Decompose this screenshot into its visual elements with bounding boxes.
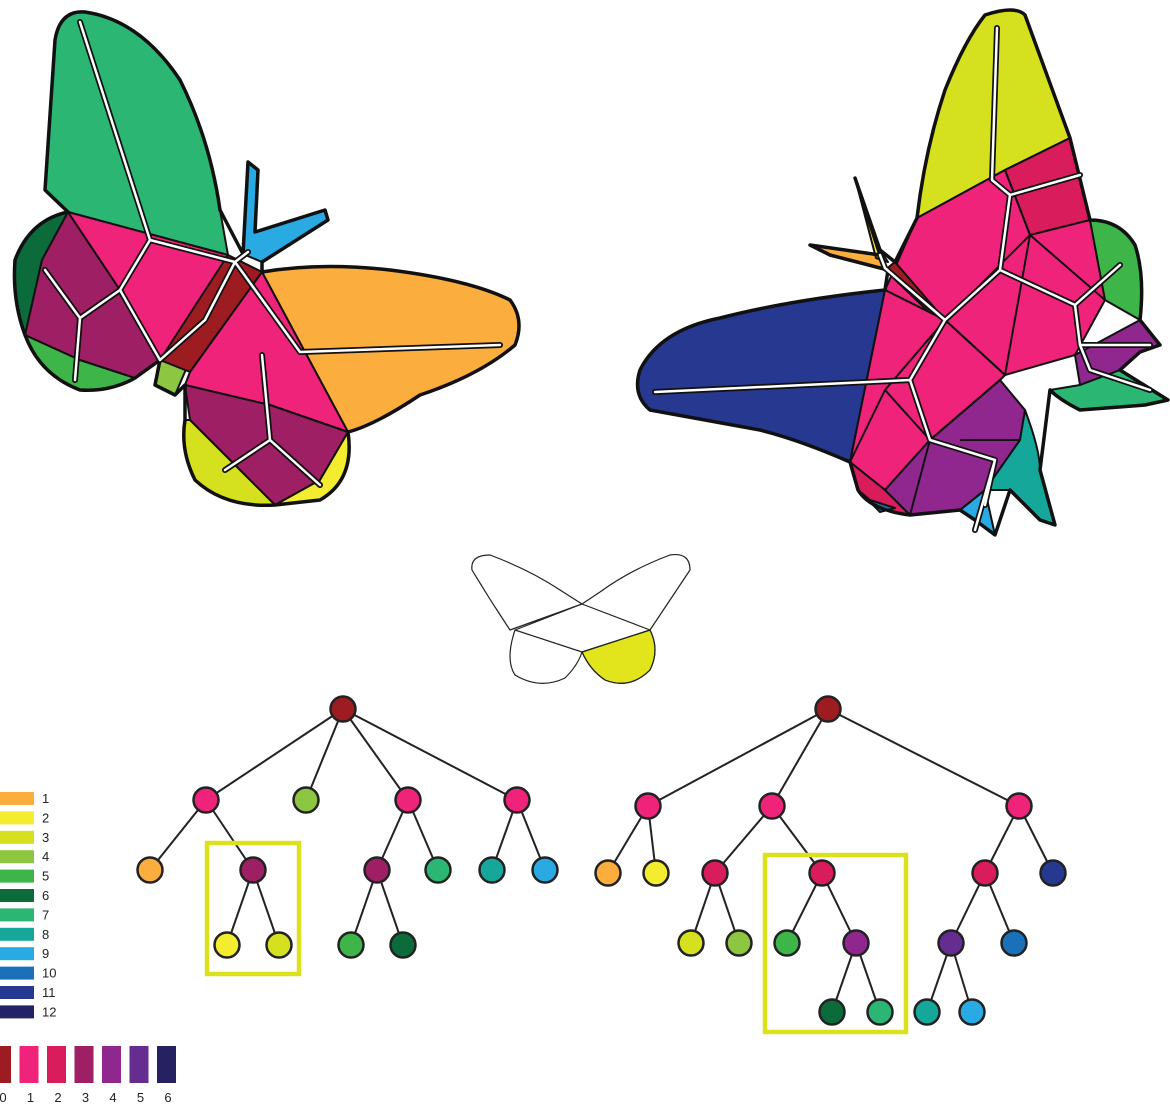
leaf-legend-label: 11 [42,985,56,1000]
tree-node [265,931,293,959]
tree-node [1005,792,1033,820]
internal-legend-swatch [19,1046,39,1083]
tree-node [1000,929,1028,957]
right-tree [594,695,1067,1035]
internal-legend-swatch [157,1046,176,1083]
internal-legend-swatch [47,1046,66,1083]
internal-color-legend: 0 1 2 3 4 5 6 [0,1046,176,1105]
tree-node [292,786,320,814]
tree-node [239,856,267,884]
tree-node [389,931,417,959]
tree-node [531,856,559,884]
right-butterfly [635,8,1170,537]
internal-legend-label: 6 [164,1090,171,1105]
leaf-legend-label: 12 [42,1004,56,1019]
internal-legend-label: 1 [27,1090,34,1105]
internal-legend-swatch [102,1046,121,1083]
leaf-legend-swatch [0,966,34,980]
leaf-legend-label: 7 [42,907,49,922]
leaf-legend-label: 1 [42,791,49,806]
internal-legend-label: 0 [0,1090,7,1105]
right-navy-wing [636,289,886,463]
tree-node [814,695,842,723]
tree-node [677,929,705,957]
small-butterfly [471,553,691,684]
leaf-legend-label: 6 [42,888,49,903]
internal-legend-swatch [74,1046,94,1083]
leaf-legend-swatch [0,869,34,883]
leaf-legend-label: 10 [42,966,56,981]
tree-node [192,786,220,814]
tree-node [842,929,870,957]
left-tree [136,695,559,977]
leaf-legend-swatch [0,1005,34,1019]
tree-node [634,792,662,820]
tree-node [1039,859,1067,887]
tree-node [363,856,391,884]
tree-node [136,856,164,884]
leaf-legend-swatch [0,908,34,922]
leaf-legend-label: 5 [42,869,49,884]
tree-node [937,929,965,957]
tree-node [394,786,422,814]
leaf-legend-label: 4 [42,849,49,864]
tree-node [808,859,836,887]
leaf-legend-label: 2 [42,810,49,825]
tree-node [594,859,622,887]
tree-node [758,792,786,820]
leaf-legend-label: 3 [42,830,49,845]
tree-node [478,856,506,884]
leaf-legend-swatch [0,927,34,941]
leaf-legend-swatch [0,811,34,825]
right-skeleton [652,25,1153,533]
leaf-legend-swatch [0,986,34,999]
left-skeleton [42,19,503,488]
leaf-legend-label: 8 [42,927,49,942]
tree-node [866,998,894,1026]
small-butterfly-outline [471,553,691,684]
leaf-legend-swatch [0,830,34,844]
right-butterfly-outline [635,8,1170,537]
leaf-legend-swatch [0,792,34,805]
tree-node [642,859,670,887]
tree-node [773,929,801,957]
leaf-legend-swatch [0,947,34,961]
leaf-legend-label: 9 [42,946,49,961]
internal-legend-label: 3 [82,1090,89,1105]
internal-legend-label: 2 [54,1090,61,1105]
tree-node [213,931,241,959]
tree-node [913,998,941,1026]
right-tree-highlight-box [762,852,909,1035]
internal-legend-swatch [129,1046,149,1083]
tree-node [818,998,846,1026]
leaf-legend-swatch [0,850,34,864]
internal-legend-label: 4 [109,1090,116,1105]
left-tree-highlight-box [204,840,302,977]
tree-node [725,929,753,957]
tree-node [337,931,365,959]
tree-node [503,786,531,814]
left-butterfly [12,10,521,508]
tree-node [971,859,999,887]
leaf-legend-swatch [0,889,34,902]
left-butterfly-outline [12,10,521,508]
tree-node [701,859,729,887]
internal-legend-swatch [0,1046,11,1083]
tree-node [958,998,986,1026]
tree-node [329,695,357,723]
tree-node [424,856,452,884]
internal-legend-label: 5 [137,1090,144,1105]
